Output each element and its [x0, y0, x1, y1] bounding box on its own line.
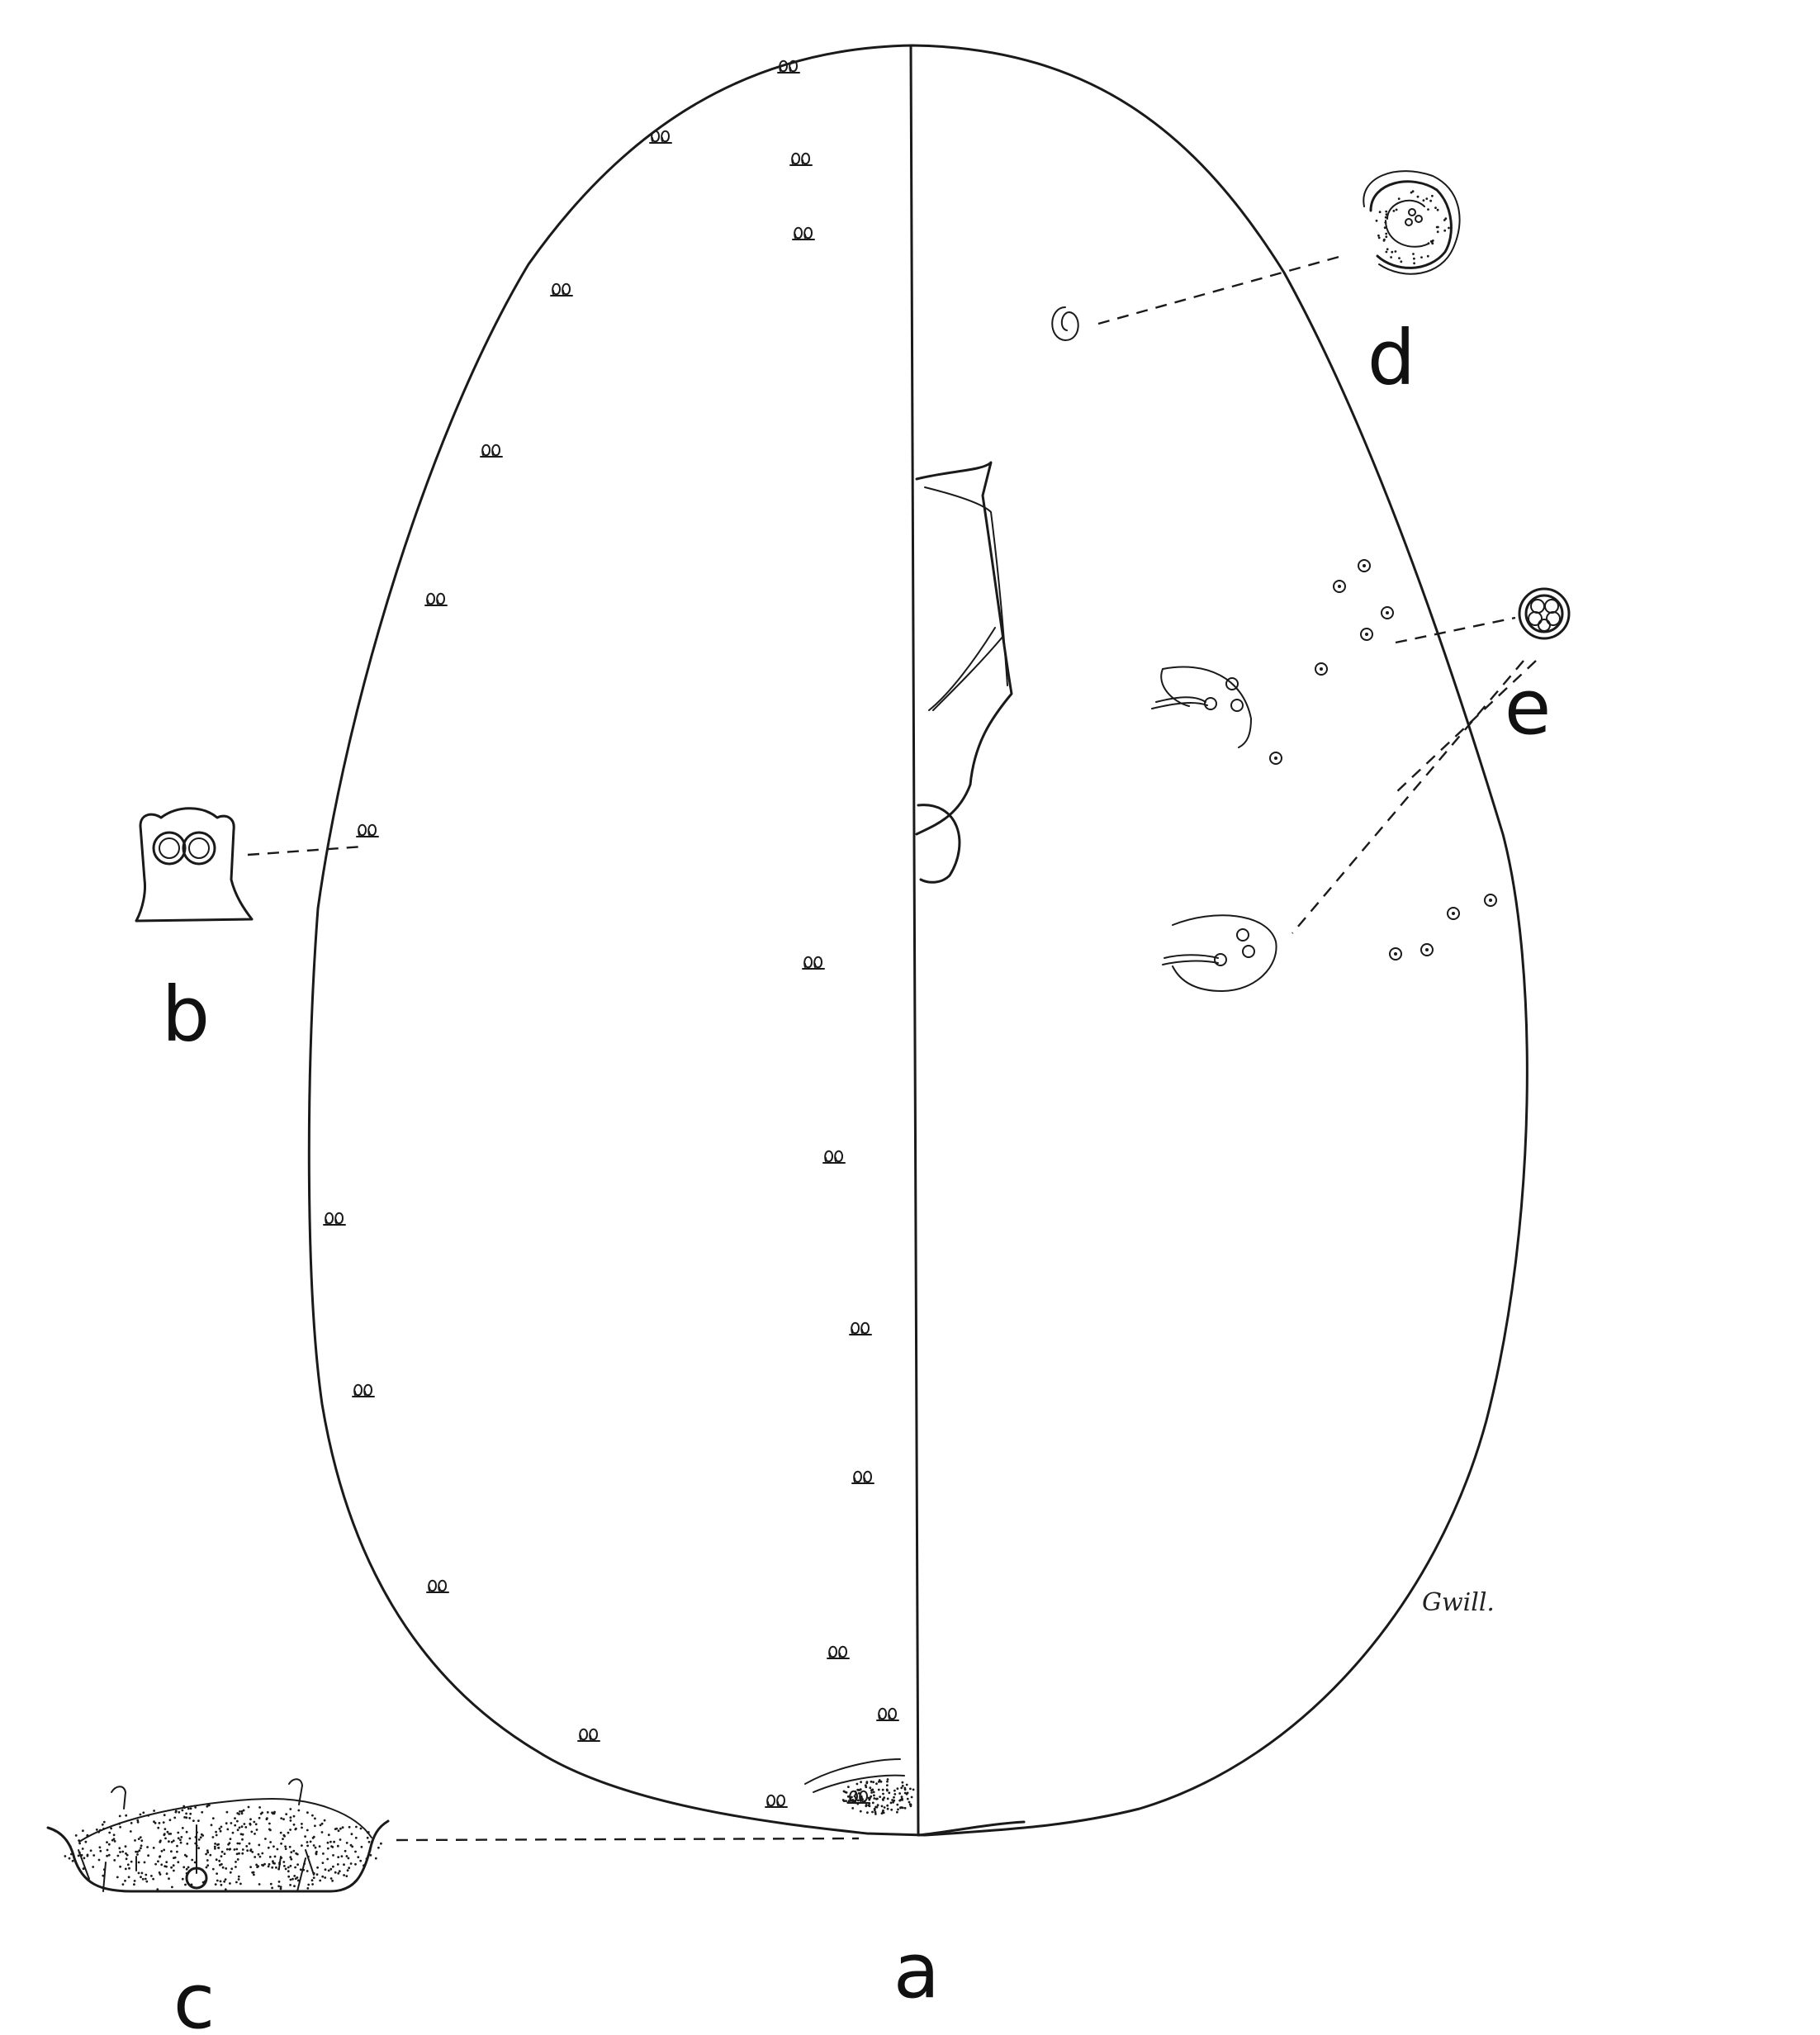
midline [909, 44, 920, 1837]
dorsal-pore [426, 1579, 449, 1593]
leader-c [396, 1837, 860, 1842]
dorsal-pore [802, 956, 825, 970]
dorsal-pore [792, 226, 815, 240]
ventral-structures [915, 306, 1277, 993]
panel-label-d: d [1367, 314, 1415, 402]
dorsal-pore [876, 1707, 899, 1721]
dorsal-pore [822, 1150, 846, 1164]
dorsal-pore [323, 1212, 346, 1226]
detail-e-multilocular-pore [1518, 587, 1571, 640]
ventral-multilocular-pore [1389, 947, 1402, 961]
detail-d-tubular-duct [1363, 170, 1461, 275]
dorsal-pore [851, 1470, 874, 1484]
ventral-multilocular-pore [1269, 752, 1282, 765]
leader-lines [247, 254, 1537, 1842]
artist-signature: Gwill. [1422, 1588, 1495, 1617]
dorsal-pore [550, 282, 573, 296]
anal-area-stipple [804, 1758, 915, 1815]
dorsal-pore [577, 1728, 600, 1742]
dorsal-pore [649, 130, 672, 144]
detail-b-dorsal-pore [135, 807, 254, 923]
leader-d [1097, 254, 1343, 325]
leader-e-middle [1395, 660, 1537, 794]
dorsal-pore [777, 59, 800, 74]
panel-label-b: b [162, 970, 210, 1059]
panel-label-a: a [893, 1927, 940, 2015]
dorsal-pore [356, 823, 379, 837]
dorsal-pore [849, 1321, 872, 1335]
body-outline-a [307, 44, 1529, 1837]
ventral-multilocular-pore [1358, 559, 1371, 572]
ventral-multilocular-pore [1360, 628, 1373, 641]
dorsal-pores [323, 59, 899, 1808]
multilocular-pores [1269, 559, 1497, 961]
detail-c-anal-plate [46, 1778, 390, 1893]
dorsal-pore [424, 592, 448, 606]
dorsal-pore [480, 444, 503, 458]
leader-e-lower [1292, 660, 1524, 934]
dorsal-pore [352, 1383, 375, 1397]
ventral-multilocular-pore [1420, 943, 1434, 956]
ventral-multilocular-pore [1315, 662, 1328, 676]
ventral-multilocular-pore [1447, 907, 1460, 920]
dorsal-pore [827, 1645, 850, 1659]
ventral-multilocular-pore [1333, 580, 1346, 593]
panel-label-c: c [173, 1957, 216, 2035]
dorsal-pore [765, 1794, 788, 1808]
ventral-multilocular-pore [1381, 606, 1394, 619]
dorsal-pore [789, 152, 813, 166]
ventral-multilocular-pore [1484, 894, 1497, 907]
leader-b [247, 845, 364, 856]
leader-e-upper [1395, 616, 1516, 644]
panel-label-e: e [1505, 663, 1552, 752]
